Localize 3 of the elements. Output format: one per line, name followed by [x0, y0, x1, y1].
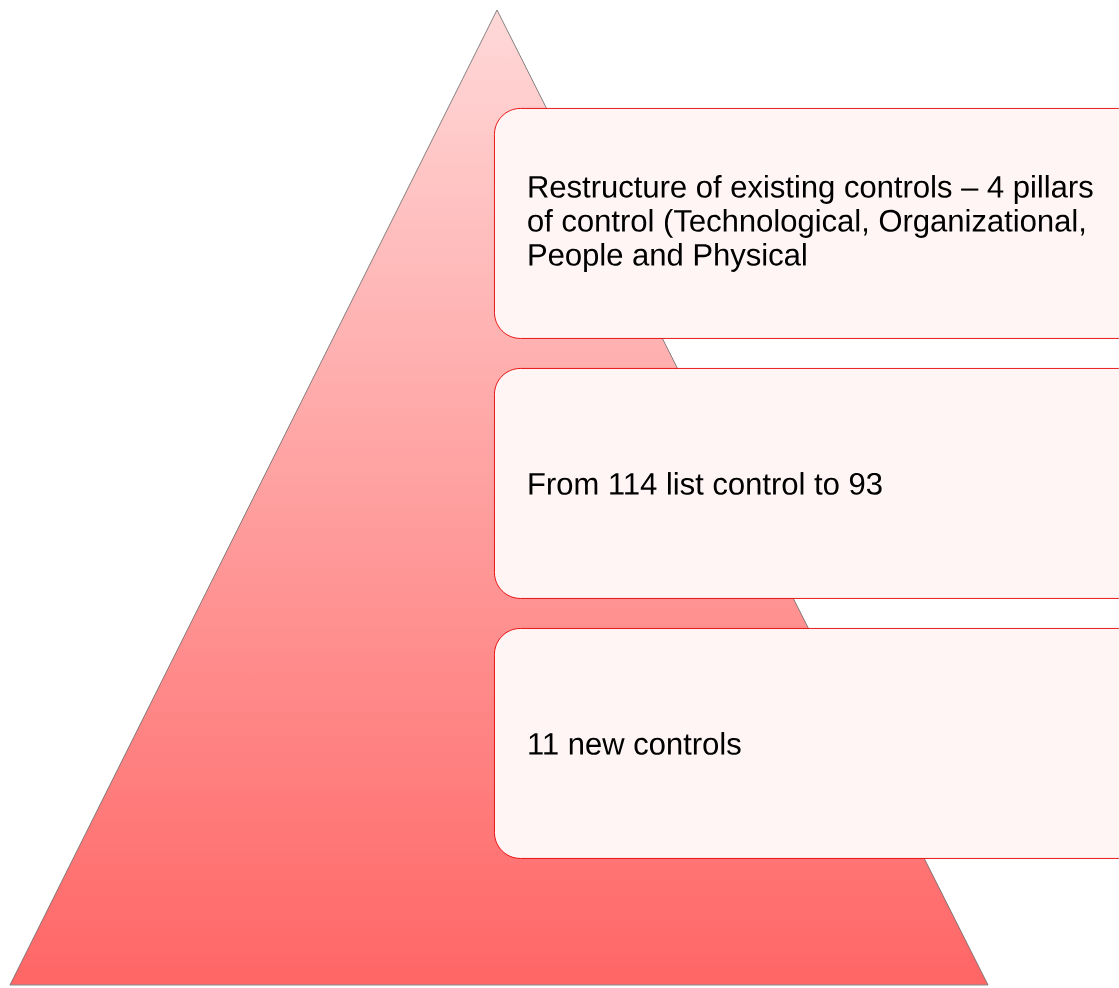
text-box: Restructure of existing controls – 4 pillars of control (Technological, Organizational, People and Physical	[494, 108, 1119, 339]
text-box: 11 new controls	[494, 628, 1119, 859]
text-box: From 114 list control to 93	[494, 368, 1119, 599]
